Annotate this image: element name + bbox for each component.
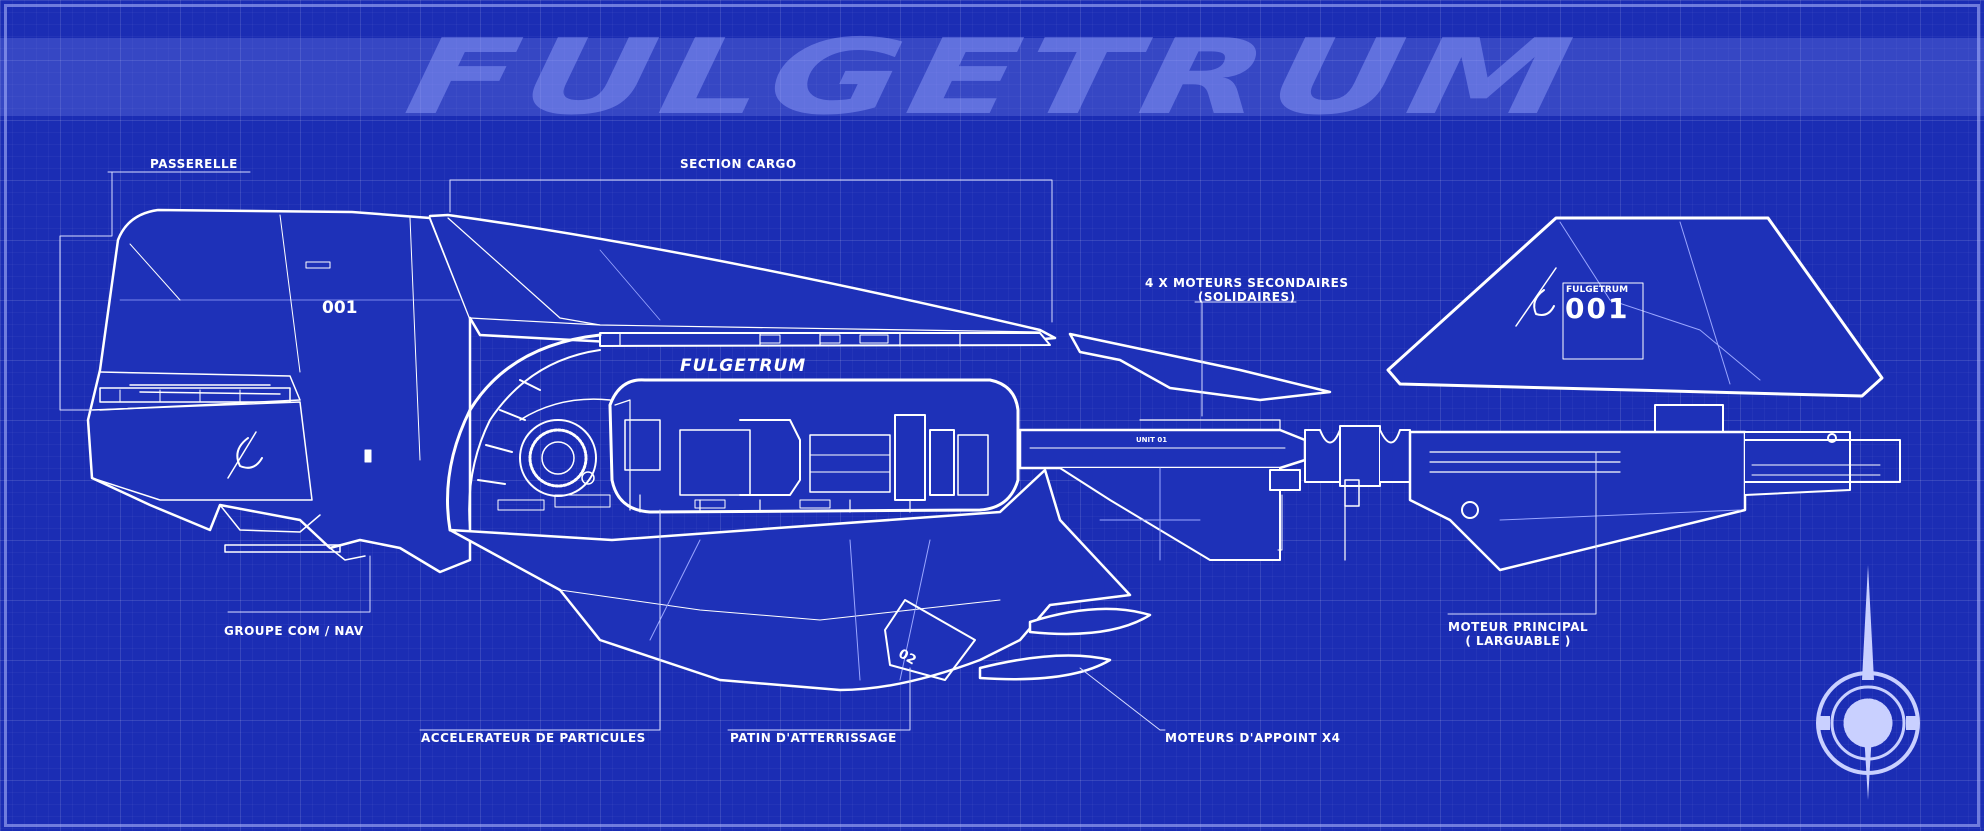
engine-coupling	[1269, 425, 1411, 561]
label-groupe-com-nav: GROUPE COM / NAV	[224, 624, 364, 638]
label-accelerateur: ACCELERATEUR DE PARTICULES	[421, 731, 646, 745]
hull-name: FULGETRUM	[680, 356, 807, 376]
title-band	[0, 38, 1984, 116]
ring-section	[446, 333, 611, 532]
label-moteur-principal: MOTEUR PRINCIPAL ( LARGUABLE )	[1448, 620, 1588, 648]
callout-lines	[59, 171, 1597, 731]
label-moteurs-secondaires-line1: 4 X MOTEURS SECONDAIRES	[1145, 276, 1349, 290]
lower-hull	[448, 468, 1152, 692]
engine-name: FULGETRUM	[1566, 285, 1629, 295]
label-section-cargo: SECTION CARGO	[680, 157, 797, 171]
label-patin: PATIN D'ATTERRISSAGE	[730, 731, 897, 745]
accelerator-core	[608, 378, 1020, 514]
label-moteur-principal-line2: ( LARGUABLE )	[1465, 634, 1571, 648]
label-passerelle: PASSERELLE	[150, 157, 238, 171]
label-moteurs-appoint: MOTEURS D'APPOINT X4	[1165, 731, 1341, 745]
label-moteurs-secondaires-line2: (SOLIDAIRES)	[1197, 290, 1296, 304]
secondary-engines	[1018, 419, 1307, 561]
label-moteur-principal-line1: MOTEUR PRINCIPAL	[1448, 620, 1589, 634]
sheet-frame	[4, 4, 1980, 827]
unit-marking: UNIT 01	[1136, 436, 1168, 444]
compass-emblem	[1816, 565, 1920, 800]
label-moteurs-secondaires: 4 X MOTEURS SECONDAIRES (SOLIDAIRES)	[1145, 276, 1348, 304]
cargo-section	[428, 213, 1332, 402]
hull-number-engine: 001	[1565, 292, 1630, 325]
main-engine	[1386, 216, 1901, 572]
hull-number-cockpit: 001	[322, 298, 358, 318]
bridge-section	[86, 208, 472, 574]
